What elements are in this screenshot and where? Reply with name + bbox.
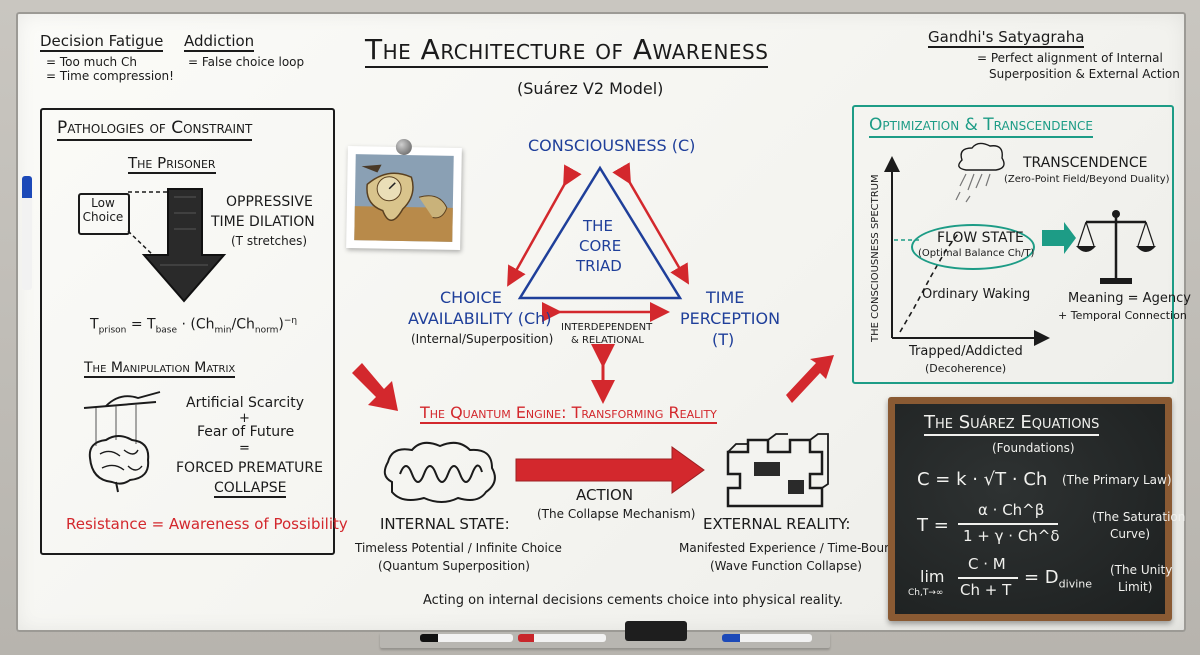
- board-eraser[interactable]: [625, 621, 687, 641]
- time-label-3: (T): [712, 330, 735, 349]
- quantum-engine-heading: The Quantum Engine: Transforming Reality: [420, 403, 717, 425]
- limit-subscript: Ch,T→∞: [908, 588, 944, 598]
- puppet-brain-icon: [83, 391, 161, 493]
- wave-cloud-icon: [383, 441, 496, 503]
- engine-big-arrows: [352, 355, 834, 494]
- equals-sign: =: [239, 441, 250, 456]
- prisoner-heading: The Prisoner: [128, 154, 216, 175]
- interdependent-label: INTERDEPENDENT: [561, 322, 653, 333]
- optimization-title: Optimization & Transcendence: [869, 115, 1093, 138]
- time-dilation-label: TIME DILATION: [211, 214, 315, 230]
- triad-red-arrows: [507, 162, 690, 404]
- decision-fatigue-line1: = Too much Ch: [46, 55, 137, 69]
- fear-of-future: Fear of Future: [197, 424, 295, 440]
- red-marker[interactable]: [518, 634, 606, 642]
- black-marker[interactable]: [420, 634, 513, 642]
- spectrum-y-axis-label: THE CONSCIOUSNESS SPECTRUM: [870, 174, 881, 342]
- satyagraha-line1: = Perfect alignment of Internal: [977, 51, 1163, 65]
- unity-fraction-bar: [958, 577, 1018, 579]
- low-choice-label: Low Choice: [82, 196, 124, 224]
- puzzle-blocks-icon: [726, 433, 829, 508]
- relational-label: & RELATIONAL: [571, 335, 644, 346]
- addiction-line1: = False choice loop: [188, 55, 305, 69]
- unity-rhs: = Ddivine: [1024, 567, 1093, 591]
- decision-fatigue-heading: Decision Fatigue: [40, 32, 164, 53]
- equation-saturation-lhs: T =: [917, 515, 949, 536]
- page-title: The Architecture of Awareness: [365, 33, 769, 69]
- manipulation-matrix-heading: The Manipulation Matrix: [84, 360, 236, 379]
- external-reality-line1: Manifested Experience / Time-Bound: [679, 541, 900, 555]
- melting-clock-photo: [346, 138, 462, 250]
- external-reality-heading: EXTERNAL REALITY:: [703, 515, 851, 533]
- core-triad-the: THE: [583, 217, 613, 235]
- equation-saturation-numerator: α · Ch^β: [978, 501, 1045, 519]
- flow-state-label: FLOW STATE: [937, 230, 1024, 246]
- unity-numerator: C · M: [968, 555, 1006, 573]
- scales-icon: [1076, 210, 1156, 284]
- resistance-label: Resistance = Awareness of Possibility: [66, 515, 348, 533]
- equations-title: The Suárez Equations: [924, 412, 1100, 436]
- limit-symbol: lim: [920, 567, 945, 586]
- saturation-label-1: (The Saturation: [1092, 510, 1186, 524]
- plus-sign: +: [239, 411, 250, 426]
- choice-label-1: CHOICE: [440, 288, 502, 307]
- satyagraha-line2: Superposition & External Action: [989, 67, 1180, 81]
- decoherence-label: (Decoherence): [925, 362, 1007, 375]
- unity-label-2: Limit): [1118, 580, 1153, 594]
- chalkboard-slate: [895, 404, 1165, 614]
- time-label-1: TIME: [706, 288, 745, 307]
- transcendence-label: TRANSCENDENCE: [1023, 155, 1148, 171]
- subtitle: (Suárez V2 Model): [517, 79, 664, 98]
- artificial-scarcity: Artificial Scarcity: [186, 395, 305, 411]
- time-label-2: PERCEPTION: [680, 309, 781, 328]
- satyagraha-heading: Gandhi's Satyagraha: [928, 28, 1085, 49]
- forced-premature: FORCED PREMATURE: [176, 460, 323, 476]
- saturation-fraction-bar: [958, 523, 1058, 525]
- external-reality-line2: (Wave Function Collapse): [710, 559, 862, 573]
- core-triad-triad: TRIAD: [576, 257, 622, 275]
- oppressive-label: OPPRESSIVE: [226, 194, 313, 210]
- equation-primary-law: C = k · √T · Ch: [917, 469, 1048, 490]
- equations-foundations: (Foundations): [992, 441, 1075, 455]
- action-label: ACTION: [576, 486, 634, 504]
- collapse-label: COLLAPSE: [214, 480, 287, 499]
- equation-saturation-denominator: 1 + γ · Ch^δ: [963, 527, 1060, 545]
- action-sub-label: (The Collapse Mechanism): [537, 507, 696, 521]
- transcendence-sub: (Zero-Point Field/Beyond Duality): [1004, 174, 1170, 185]
- engine-footer: Acting on internal decisions cements cho…: [423, 593, 844, 608]
- pathologies-box: [40, 108, 335, 555]
- choice-label-2: AVAILABILITY (Ch): [408, 309, 552, 328]
- trapped-label: Trapped/Addicted: [909, 344, 1023, 359]
- core-triad-core: CORE: [579, 237, 622, 255]
- addiction-heading: Addiction: [184, 32, 255, 53]
- ordinary-waking-label: Ordinary Waking: [922, 287, 1031, 302]
- side-blue-marker[interactable]: [22, 176, 32, 290]
- primary-law-label: (The Primary Law): [1062, 473, 1172, 487]
- decision-fatigue-line2: = Time compression!: [46, 69, 174, 83]
- internal-state-heading: INTERNAL STATE:: [380, 515, 510, 533]
- blue-marker[interactable]: [722, 634, 812, 642]
- unity-label-1: (The Unity: [1110, 563, 1173, 577]
- meaning-label-2: + Temporal Connection: [1058, 309, 1187, 322]
- pathologies-title: Pathologies of Constraint: [57, 118, 253, 141]
- flow-state-sub: (Optimal Balance Ch/T): [918, 248, 1035, 259]
- saturation-label-2: Curve): [1110, 527, 1151, 541]
- prisoner-down-arrow: [127, 188, 227, 303]
- t-stretches-label: (T stretches): [231, 234, 308, 248]
- internal-state-line1: Timeless Potential / Infinite Choice: [355, 541, 562, 555]
- choice-label-3: (Internal/Superposition): [411, 332, 554, 346]
- internal-state-line2: (Quantum Superposition): [378, 559, 530, 573]
- optimization-box: [852, 105, 1174, 384]
- low-choice-box: [78, 193, 130, 235]
- consciousness-label: CONSCIOUSNESS (C): [528, 136, 696, 155]
- flow-state-ellipse: [911, 224, 1035, 270]
- prison-formula: Tprison = Tbase · (Chmin/Chnorm)−η: [90, 316, 298, 336]
- unity-denominator: Ch + T: [960, 581, 1012, 599]
- meaning-label-1: Meaning = Agency: [1068, 291, 1191, 306]
